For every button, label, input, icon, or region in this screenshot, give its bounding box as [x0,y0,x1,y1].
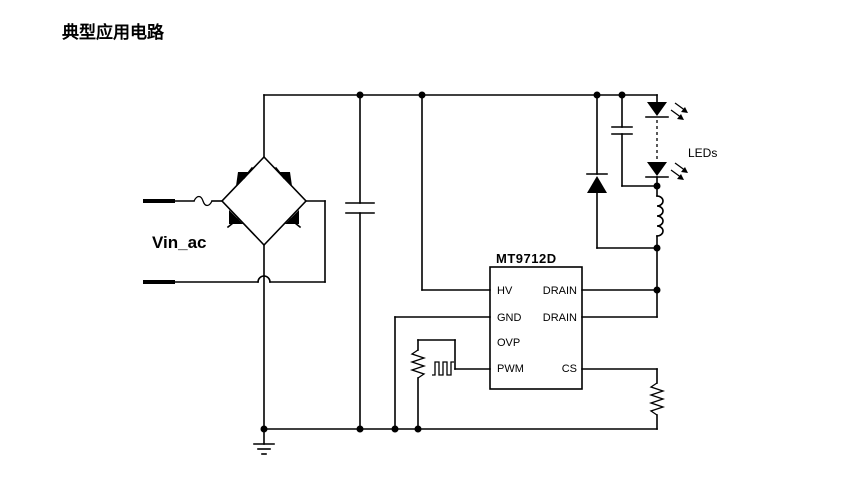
vin-ac-label: Vin_ac [152,233,207,252]
bridge-rectifier [220,155,308,247]
pin-cs: CS [562,363,577,375]
fuse-icon [193,195,213,207]
junction-dots [260,91,661,433]
diode-icon [587,176,607,193]
pin-gnd: GND [497,312,522,324]
inductor [656,195,664,291]
bulk-capacitor [345,94,375,430]
cs-resistor [581,368,666,430]
pin-drain-1: DRAIN [543,285,577,297]
diode-icon [285,210,299,224]
led-string [645,94,688,197]
pin-pwm: PWM [497,363,524,375]
pin-hv: HV [497,285,513,297]
pwm-network [409,339,491,430]
ic-mt9712d: MT9712D HV GND OVP PWM DRAIN DRAIN CS [489,251,583,390]
pin-ovp: OVP [497,337,520,349]
leds-label: LEDs [688,146,717,160]
pin-drain-2: DRAIN [543,312,577,324]
led-icon [647,102,667,116]
ic-name: MT9712D [496,251,557,266]
pwm-waveform-icon [432,361,454,376]
diode-icon [229,210,243,224]
led-icon [647,162,667,176]
resistor-icon [409,349,427,379]
page-title: 典型应用电路 [62,23,164,43]
light-arrows-icon [670,102,688,180]
output-capacitor [611,94,658,187]
freewheel-diode [586,94,658,249]
ground-icon [253,428,275,455]
resistor-icon [648,382,666,416]
inductor-icon [656,195,664,237]
ac-input-terminals [143,195,326,284]
